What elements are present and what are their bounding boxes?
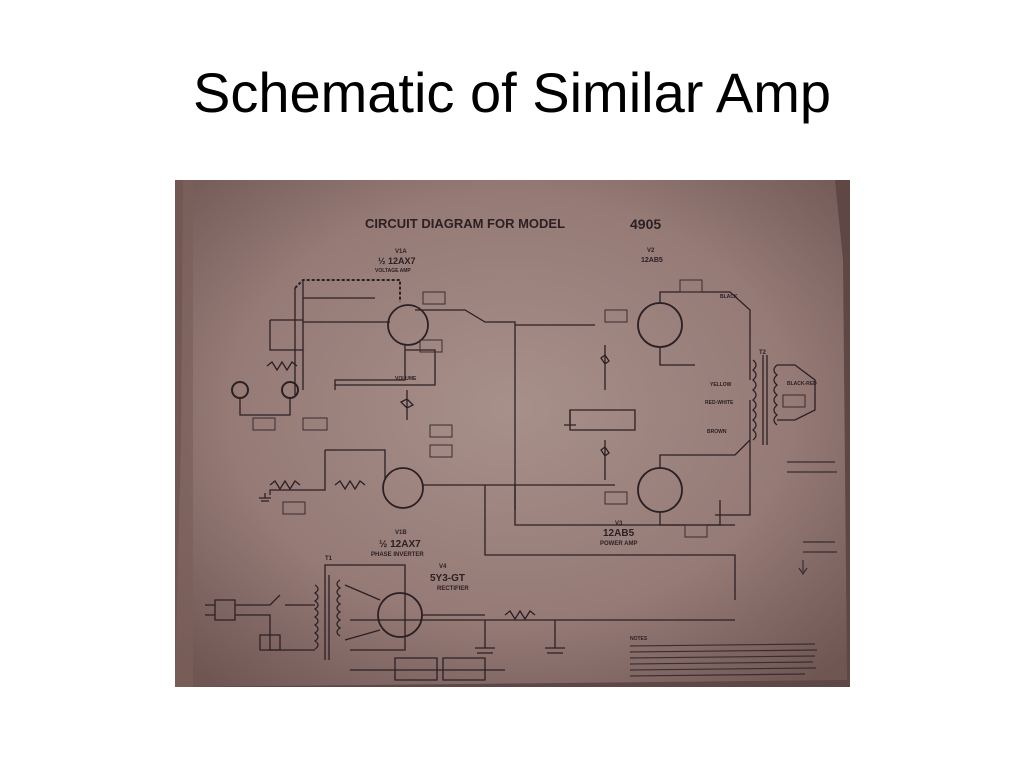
ground-left xyxy=(259,493,271,502)
ground-mid xyxy=(564,410,576,426)
schematic-photo: CIRCUIT DIAGRAM FOR MODEL 4905 V1A ½ 12A… xyxy=(175,180,850,687)
value-box-7 xyxy=(282,501,306,515)
grid-wire-v1a xyxy=(302,280,390,390)
jack-ground-wire xyxy=(239,398,291,416)
output-bus-right xyxy=(715,440,751,516)
power-transformer-secondary xyxy=(336,579,342,637)
v3-type: 12AB5 xyxy=(603,528,635,539)
input-resistor xyxy=(266,360,298,372)
v4-type: 5Y3-GT xyxy=(430,573,465,584)
pilot-fuse xyxy=(259,634,281,651)
value-box-1 xyxy=(422,291,446,305)
filter-choke xyxy=(504,609,536,621)
power-switch-wiring xyxy=(235,594,315,651)
v1b-type: ½ 12AX7 xyxy=(379,539,421,550)
speaker-wire xyxy=(777,364,816,421)
value-box-12 xyxy=(782,394,806,408)
power-transformer-primary xyxy=(313,584,319,650)
v1a-id: V1A xyxy=(395,249,407,255)
value-box-5 xyxy=(429,424,453,438)
output-transformer-core xyxy=(762,355,768,445)
v2-cathode-wire xyxy=(659,347,695,366)
label-t2: T2 xyxy=(759,350,767,356)
v2-plate-wire xyxy=(659,291,751,380)
bias-resistors xyxy=(600,345,610,480)
v1b-resistor-chain xyxy=(269,479,366,491)
v3-id: V3 xyxy=(615,521,623,527)
input-shield-wire xyxy=(294,279,401,302)
value-box-6 xyxy=(429,444,453,458)
b-plus-bus xyxy=(484,485,736,600)
v1a-plate-wire xyxy=(415,309,516,510)
value-box-4 xyxy=(302,417,328,431)
v2-type: 12AB5 xyxy=(641,257,663,264)
v1b-grid-wire xyxy=(269,449,386,495)
notes-fine-print xyxy=(629,643,818,677)
ac-plug xyxy=(205,599,236,621)
label-black: BLACK xyxy=(720,294,738,300)
slide-title: Schematic of Similar Amp xyxy=(193,61,831,124)
v1a-role: VOLTAGE AMP xyxy=(375,268,411,274)
label-brown: BROWN xyxy=(707,429,727,435)
paper-edge-shadow xyxy=(175,180,193,687)
label-volume: VOLUME xyxy=(395,376,417,382)
v3-plate-wire xyxy=(659,400,751,468)
filter-cap-1 xyxy=(475,620,495,654)
schematic-heading: CIRCUIT DIAGRAM FOR MODEL xyxy=(365,216,565,231)
value-box-9 xyxy=(679,279,703,293)
label-black-red: BLACK-RED xyxy=(787,381,817,387)
schematic-model-number: 4905 xyxy=(630,216,661,232)
heater-boxes xyxy=(394,657,486,681)
value-box-2 xyxy=(419,339,443,353)
v1b-tube xyxy=(382,467,424,509)
v1b-role: PHASE INVERTER xyxy=(371,552,424,558)
paper-sheet xyxy=(175,180,847,687)
v2-id: V2 xyxy=(647,248,655,254)
value-box-10 xyxy=(604,491,628,505)
v1b-id: V1B xyxy=(395,530,407,536)
v3-role: POWER AMP xyxy=(600,541,637,547)
power-transformer-core xyxy=(324,575,330,660)
output-transformer-primary xyxy=(751,359,757,441)
label-notes: NOTES xyxy=(630,636,648,642)
label-yellow: YELLOW xyxy=(710,382,732,388)
label-t1: T1 xyxy=(325,556,333,562)
rectifier-wiring xyxy=(344,584,485,641)
output-transformer-secondary xyxy=(773,364,779,426)
v1a-type: ½ 12AX7 xyxy=(378,256,416,266)
power-transformer-frame xyxy=(324,564,406,651)
value-box-8 xyxy=(604,309,628,323)
label-red-white: RED-WHITE xyxy=(705,400,734,406)
value-box-3 xyxy=(252,417,276,431)
v1a-tube xyxy=(387,304,429,346)
value-box-11 xyxy=(684,524,708,538)
volume-pot xyxy=(399,390,415,420)
right-legend-fragments xyxy=(787,461,837,576)
v1b-plate-wire xyxy=(423,484,735,526)
v4-role: RECTIFIER xyxy=(437,586,469,592)
v4-id: V4 xyxy=(439,564,447,570)
filter-cap-2 xyxy=(545,620,565,654)
input-bus-top xyxy=(269,319,303,351)
